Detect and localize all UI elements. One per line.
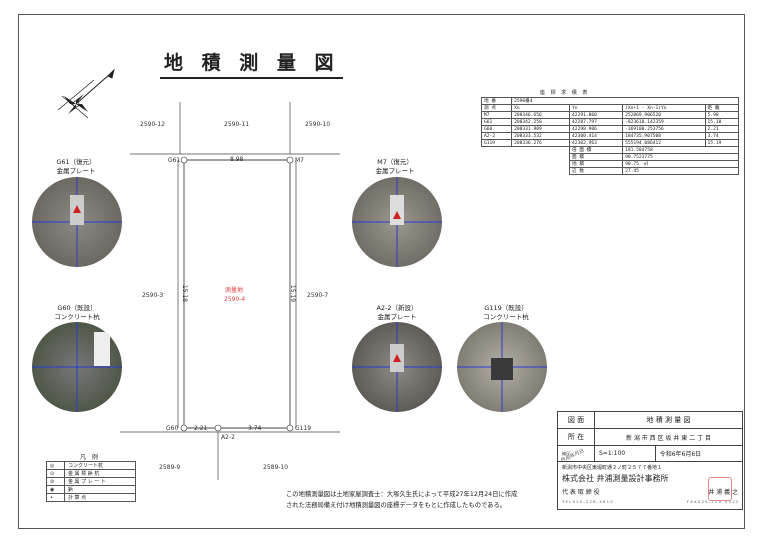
subject-parcel-number: 2590-4	[224, 296, 246, 303]
photo-caption-g60: G60（既設）コンクリート杭	[54, 304, 100, 321]
parcel-label: 2590-11	[224, 121, 250, 128]
page-title: 地 積 測 量 図	[160, 48, 344, 79]
point-a2-2-marker	[214, 424, 222, 432]
point-label-a2-2: A2-2	[221, 434, 235, 441]
table-row: G61 208342.258 42287.797 -823618.142359 …	[480, 118, 740, 126]
parcel-label: 2590-10	[305, 121, 331, 128]
table-row: A2-2 208333.532 42300.414 184735.907508 …	[480, 132, 740, 140]
subject-parcel-outline	[183, 159, 291, 429]
calc-point-icon: •	[46, 493, 65, 502]
photo-caption-g61: G61（復元）金属プレート	[56, 158, 96, 175]
note-line-2: された法務局備え付け地積測量図の座標データをもとに作成したものである。	[286, 502, 507, 509]
photo-g119	[457, 322, 547, 412]
photo-g60	[32, 322, 122, 412]
point-label-m7: M7	[295, 157, 304, 164]
summary-row: 倍 面 積 181.504758	[482, 146, 739, 154]
photo-m7	[352, 177, 442, 267]
distance-bottom-left: 2.21	[194, 425, 208, 432]
point-m7-marker	[286, 156, 294, 164]
parcel-label: 2589-10	[263, 464, 289, 471]
photo-a2-2	[352, 322, 442, 412]
point-label-g119: G119	[295, 425, 312, 432]
photo-caption-a2-2: A2-2（新設）金属プレート	[376, 304, 418, 321]
legend-item: ⊘金 属 プ レ ー ト	[46, 477, 137, 486]
metal-plate-icon: ⊘	[46, 477, 65, 486]
photo-g61	[32, 177, 122, 267]
lot-label: 地 番	[480, 97, 513, 105]
distance-bottom-right: 3.74	[248, 425, 262, 432]
legend-item: ⊙金 属 標 鋲 杭	[46, 469, 137, 478]
metal-stake-icon: ⊙	[46, 469, 65, 478]
parcel-label: 2589-9	[159, 464, 181, 471]
legend-item: ◎コンクリート杭	[46, 461, 137, 470]
legend-table: ◎コンクリート杭 ⊙金 属 標 鋲 杭 ⊘金 属 プ レ ー ト ◉鋲 •計 算…	[46, 461, 137, 502]
concrete-stake-icon: ◎	[46, 461, 65, 470]
subject-parcel-label: 測量地	[225, 287, 244, 294]
sheet-border	[18, 14, 745, 529]
rivet-icon: ◉	[46, 485, 65, 494]
parcel-label: 2590-3	[142, 292, 164, 299]
point-label-g61: G61	[168, 157, 181, 164]
table-header: 測 点 Xn Yn (Xn+1 - Xn-1)Yn 距 離	[480, 104, 740, 112]
parcel-label: 2590-12	[140, 121, 166, 128]
legend-item: •計 算 点	[46, 493, 137, 502]
photo-caption-g119: G119（既設）コンクリート杭	[483, 304, 529, 321]
point-g60-marker	[180, 424, 188, 432]
table-row: G60 208331.909 42298.906 -369100.253756 …	[480, 125, 740, 133]
point-g119-marker	[286, 424, 294, 432]
north-arrow-icon	[57, 68, 115, 119]
title-block: 図 面 地 積 測 量 図 所 在 新 潟 市 西 区 坂 井 東 二 丁 目 …	[557, 411, 744, 510]
point-g61-marker	[180, 156, 188, 164]
area-table-title: 座 標 求 積 表	[540, 90, 590, 96]
table-row: G119 208336.276 42302.963 555194.086412 …	[480, 139, 740, 147]
legend-item: ◉鋲	[46, 485, 137, 494]
area-table: 地 番 2590番4 測 点 Xn Yn (Xn+1 - Xn-1)Yn 距 離…	[480, 97, 740, 175]
distance-top: 8.98	[230, 156, 244, 163]
table-row: M7 208346.656 42291.860 252869.906520 5.…	[480, 111, 740, 119]
summary-row: 面 積 90.7523775	[482, 153, 739, 161]
company-seal	[708, 477, 732, 501]
lot-value: 2590番4	[511, 97, 739, 105]
distance-right: 15.19	[289, 284, 297, 303]
summary-row: 辺 数 27.45	[482, 167, 739, 175]
parcel-label: 2590-7	[307, 292, 329, 299]
photo-caption-m7: M7（復元）金属プレート	[375, 158, 415, 175]
summary-row: 地 積 90.75 ㎡	[482, 160, 739, 168]
note-line-1: この地積測量図は土地家屋調査士：大塚久生氏によって平成27年12月24日に作成	[286, 491, 518, 498]
point-label-g60: G60	[166, 425, 179, 432]
distance-left: 15.18	[181, 284, 189, 303]
legend-title: 凡 例	[80, 454, 100, 461]
